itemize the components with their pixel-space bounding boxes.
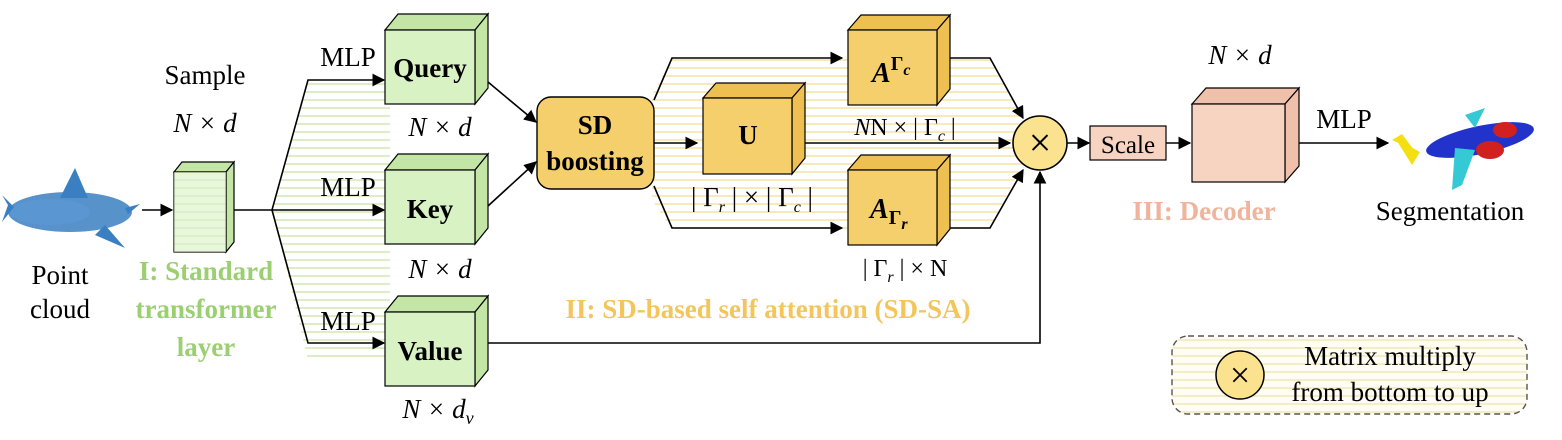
query-dim: N × d xyxy=(407,112,472,142)
sample-label: Sample xyxy=(165,60,246,90)
a-bottom-dim: | Γr | × N xyxy=(863,256,948,286)
query-label: Query xyxy=(393,53,467,83)
scale-label: Scale xyxy=(1101,132,1155,159)
key-dim: N × d xyxy=(407,254,472,284)
u-dim: | Γr | × | Γc | xyxy=(691,182,813,216)
line-value-mult xyxy=(488,170,1047,344)
sd-boosting-label-1: SD xyxy=(578,110,613,140)
fan-line-query xyxy=(234,73,386,211)
output-mlp-label: MLP xyxy=(1316,104,1372,134)
key-label: Key xyxy=(407,194,454,224)
legend-multiply-node xyxy=(1215,350,1265,400)
mlp-label-value: MLP xyxy=(320,306,376,336)
a-top-dim: NN × | Γc | xyxy=(853,115,955,145)
line-atop-mult xyxy=(950,57,1024,120)
arrow-query-sd xyxy=(487,81,537,123)
output-label: Segmentation xyxy=(1376,196,1525,226)
stage1-label-3: layer xyxy=(177,332,235,362)
decoder-dim: N × d xyxy=(1207,40,1272,70)
segmented-airplane-icon xyxy=(1392,108,1534,190)
key-block xyxy=(383,152,490,246)
stage3-label: III: Decoder xyxy=(1132,196,1275,226)
line-abot-mult xyxy=(950,168,1024,229)
multiply-symbol: × xyxy=(1029,120,1052,165)
value-block xyxy=(383,294,490,388)
sd-boosting-label-2: boosting xyxy=(546,146,644,176)
a-top-label: AΓc xyxy=(870,53,911,89)
point-cloud-label-2: cloud xyxy=(30,294,90,324)
sample-dim: N × d xyxy=(172,108,237,138)
query-block xyxy=(383,12,490,106)
value-dim: N × dv xyxy=(401,394,473,428)
arrow-key-sd xyxy=(487,161,537,207)
a-bottom-label: AΓr xyxy=(868,194,908,233)
a-bottom-block xyxy=(846,153,952,247)
line-sd-abot xyxy=(653,185,844,235)
u-block xyxy=(701,81,807,176)
legend-box: × xyxy=(1171,335,1528,415)
stage1-label-2: transformer xyxy=(136,294,277,324)
mlp-label-key: MLP xyxy=(320,172,376,202)
legend-multiply-symbol: × xyxy=(1230,355,1250,395)
line-sd-atop xyxy=(653,51,844,101)
legend-text-2: from bottom to up xyxy=(1291,377,1488,407)
point-cloud-icon xyxy=(2,168,140,248)
stage1-label-1: I: Standard xyxy=(139,256,273,286)
fan-line-value xyxy=(271,209,386,350)
sample-block xyxy=(172,160,236,254)
value-label: Value xyxy=(397,336,462,366)
legend-text-1: Matrix multiply xyxy=(1304,341,1476,371)
stage1-fan-band xyxy=(272,80,390,360)
decoder-block xyxy=(1190,86,1301,184)
mlp-label-query: MLP xyxy=(320,42,376,72)
u-label: U xyxy=(738,120,758,150)
point-cloud-label-1: Point xyxy=(31,260,89,290)
stage2-label: II: SD-based self attention (SD-SA) xyxy=(565,294,970,324)
a-top-block xyxy=(846,13,952,107)
